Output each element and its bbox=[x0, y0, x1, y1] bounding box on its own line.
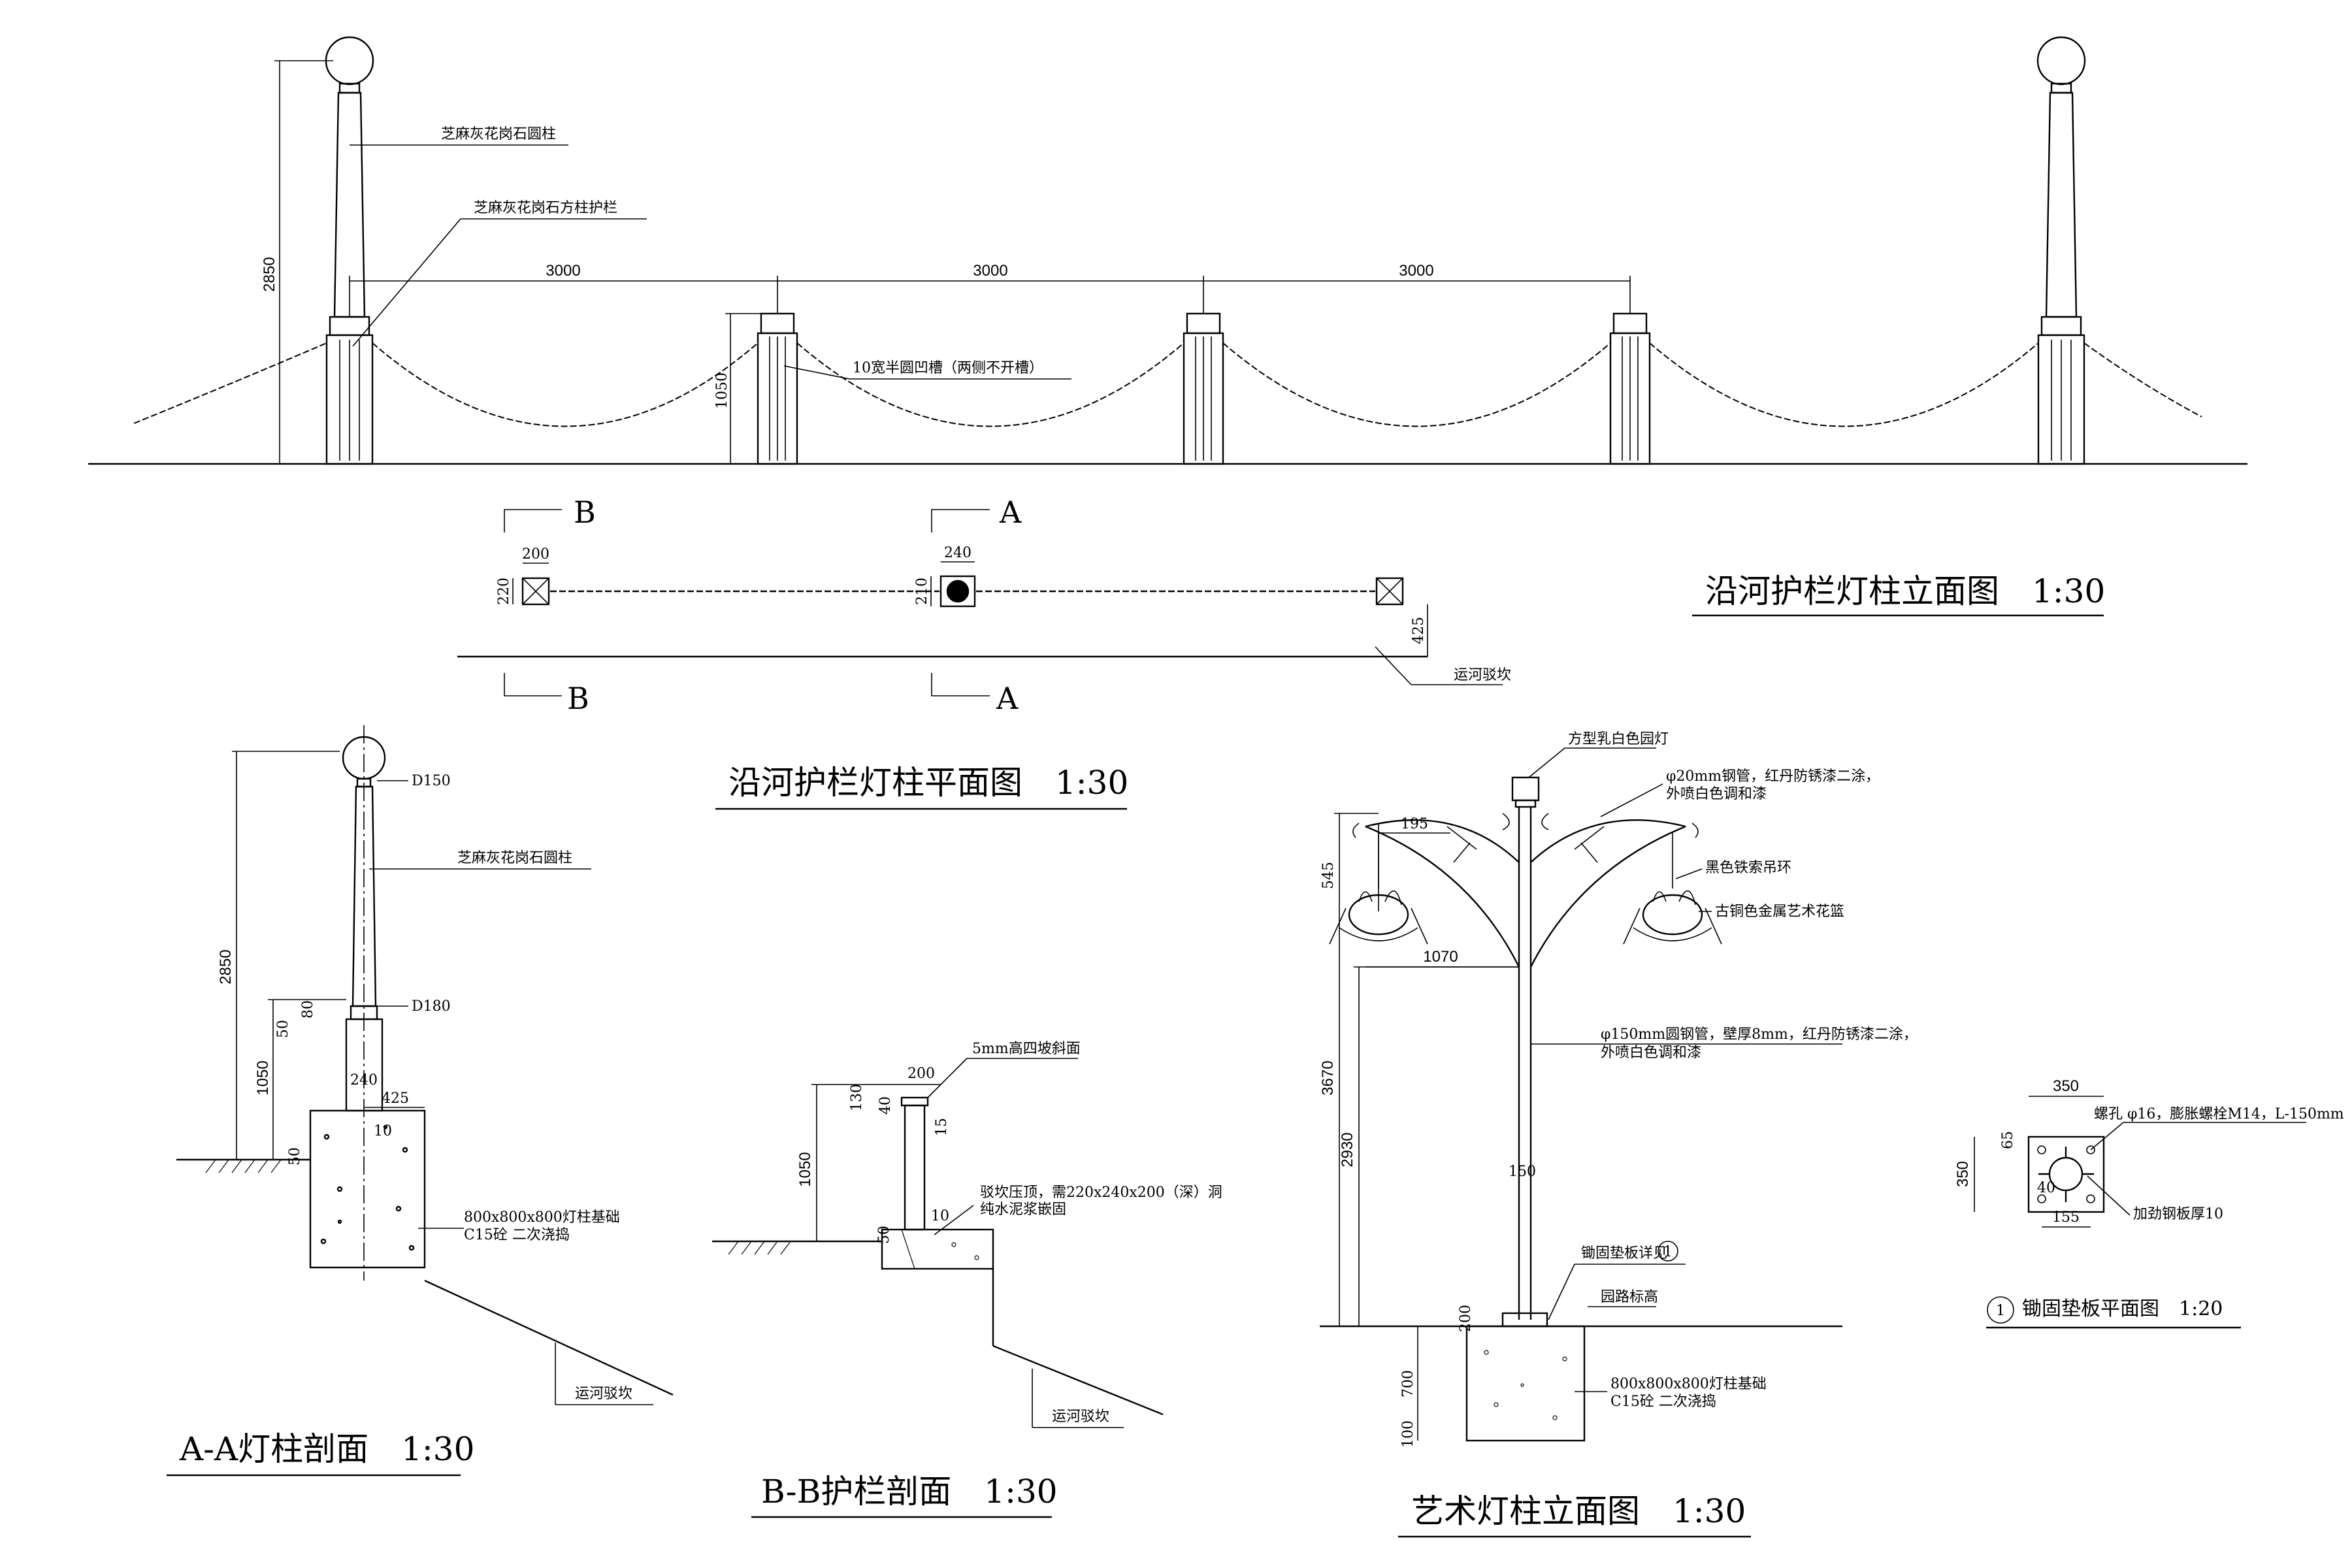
art-dim-150: 150 bbox=[1509, 1164, 1536, 1180]
plan-dim-200: 200 bbox=[522, 546, 549, 563]
span-dim-3: 3000 bbox=[1399, 262, 1433, 280]
plan-view: B B A A 200 220 240 210 425 运河驳坎 沿河护栏灯柱平… bbox=[457, 495, 1511, 810]
a-dia-bottom: D180 bbox=[412, 998, 451, 1015]
granite-lamp-column-right bbox=[2036, 36, 2086, 465]
plate-label-stiffener: 加劲钢板厚10 bbox=[2133, 1206, 2223, 1222]
b-dim-40: 40 bbox=[877, 1096, 894, 1115]
art-label-main: φ150mm圆钢管，壁厚8mm，红丹防锈漆二涂， bbox=[1601, 1026, 1918, 1043]
section-mark-b-bottom: B bbox=[567, 681, 589, 716]
granite-square-posts bbox=[757, 312, 1651, 465]
plan-dim-425: 425 bbox=[1411, 617, 1427, 644]
b-dim-15: 15 bbox=[934, 1118, 950, 1136]
art-label-pipe2: 外喷白色调和漆 bbox=[1666, 786, 1767, 802]
a-label-revetment: 运河驳坎 bbox=[575, 1386, 632, 1402]
art-dim-2930: 2930 bbox=[1339, 1132, 1356, 1167]
art-lamp-pole: 3670 2930 545 195 1070 150 200 700 100 方… bbox=[1319, 731, 1918, 1538]
concrete-stipple bbox=[320, 1124, 415, 1251]
a-dim-10: 10 bbox=[374, 1123, 392, 1139]
art-dim-195: 195 bbox=[1401, 816, 1428, 832]
section-mark-a-bottom: A bbox=[996, 681, 1019, 716]
plan-title: 沿河护栏灯柱平面图 1:30 bbox=[728, 764, 1128, 802]
art-pole-title: 艺术灯柱立面图 1:30 bbox=[1411, 1492, 1746, 1530]
plate-dim-65: 65 bbox=[2000, 1131, 2016, 1149]
art-label-main2: 外喷白色调和漆 bbox=[1601, 1045, 1701, 1061]
plate-number: 1 bbox=[1996, 1303, 2005, 1319]
art-label-plate: 锄固垫板详见 bbox=[1581, 1245, 1667, 1262]
plan-label-revetment: 运河驳坎 bbox=[1454, 667, 1511, 683]
section-a-a: 2850 1050 80 50 240 425 10 50 D150 D180 … bbox=[167, 725, 674, 1477]
b-label-bevel: 5mm高四坡斜面 bbox=[972, 1041, 1081, 1057]
b-dim-1050: 1050 bbox=[796, 1152, 814, 1186]
label-round-column: 芝麻灰花岗石圆柱 bbox=[441, 126, 556, 142]
art-label-basket: 古铜色金属艺术花篮 bbox=[1715, 904, 1844, 920]
b-label-anchor: 驳坎压顶，需220x240x200（深）洞 bbox=[980, 1184, 1222, 1201]
elevation-title: 沿河护栏灯柱立面图 1:30 bbox=[1705, 572, 2105, 610]
art-dim-200: 200 bbox=[1458, 1305, 1474, 1332]
anchor-plate-title: 锄固垫板平面图 1:20 bbox=[2022, 1298, 2223, 1320]
a-label-footing: 800x800x800灯柱基础 bbox=[464, 1209, 620, 1226]
a-dia-top: D150 bbox=[412, 773, 451, 789]
art-label-plate-ref: 1 bbox=[1663, 1244, 1673, 1260]
b-label-revetment: 运河驳坎 bbox=[1052, 1409, 1109, 1425]
art-label-ring: 黑色铁索吊环 bbox=[1705, 860, 1791, 876]
dim-overall-height: 2850 bbox=[261, 257, 278, 291]
b-dim-130: 130 bbox=[849, 1084, 865, 1111]
a-dim-50b: 50 bbox=[287, 1147, 303, 1166]
b-label-anchor2: 纯水泥浆嵌固 bbox=[980, 1201, 1066, 1218]
flower-basket-right bbox=[1623, 833, 1722, 945]
plan-dim-240: 240 bbox=[944, 545, 972, 561]
plate-dim-155: 155 bbox=[2052, 1209, 2080, 1226]
elevation-view: 2850 1050 3000 3000 3000 芝麻灰花岗石圆柱 芝麻灰花岗石… bbox=[88, 36, 2247, 617]
b-dim-200: 200 bbox=[907, 1066, 935, 1082]
art-dim-545: 545 bbox=[1320, 862, 1337, 889]
a-dim-425: 425 bbox=[382, 1090, 409, 1107]
plate-dim-350-side: 350 bbox=[1954, 1161, 1972, 1187]
art-label-pipe: φ20mm钢管，红丹防锈漆二涂， bbox=[1666, 768, 1880, 785]
span-dim-2: 3000 bbox=[973, 262, 1007, 280]
b-dim-50: 50 bbox=[876, 1226, 892, 1244]
a-dim-1050: 1050 bbox=[254, 1060, 272, 1095]
art-dim-700: 700 bbox=[1400, 1370, 1416, 1397]
plan-dim-210: 210 bbox=[914, 578, 930, 605]
plate-dim-40: 40 bbox=[2037, 1180, 2055, 1196]
granite-lamp-column-left bbox=[325, 36, 374, 465]
plate-label-bolt: 螺孔 φ16，膨胀螺栓M14，L-150mm bbox=[2094, 1106, 2344, 1122]
span-dim-1: 3000 bbox=[546, 262, 580, 280]
section-mark-b-top: B bbox=[574, 495, 596, 530]
section-b-title: B-B护栏剖面 1:30 bbox=[761, 1473, 1058, 1511]
art-dim-3670: 3670 bbox=[1319, 1060, 1337, 1095]
dim-post-height: 1050 bbox=[714, 372, 730, 409]
section-a-title: A-A灯柱剖面 1:30 bbox=[179, 1430, 474, 1468]
a-dim-50a: 50 bbox=[275, 1020, 291, 1038]
art-dim-100: 100 bbox=[1400, 1420, 1416, 1448]
b-dim-10: 10 bbox=[931, 1208, 949, 1224]
anchor-plate: 350 350 65 40 155 螺孔 φ16，膨胀螺栓M14，L-150mm… bbox=[1954, 1077, 2344, 1329]
section-mark-a-top: A bbox=[999, 495, 1022, 530]
art-label-footing: 800x800x800灯柱基础 bbox=[1610, 1376, 1767, 1392]
iron-chains bbox=[133, 342, 2202, 427]
art-label-concrete: C15砼 二次浇捣 bbox=[1610, 1394, 1716, 1410]
a-dim-240: 240 bbox=[350, 1072, 378, 1088]
art-dim-1070: 1070 bbox=[1423, 948, 1458, 966]
section-b-b: 200 130 40 15 1050 50 10 5mm高四坡斜面 驳坎压顶，需… bbox=[712, 1041, 1222, 1518]
art-label-lamp: 方型乳白色园灯 bbox=[1568, 731, 1669, 747]
a-label-concrete: C15砼 二次浇捣 bbox=[464, 1227, 570, 1243]
label-groove: 10宽半圆凹槽（两侧不开槽） bbox=[853, 360, 1043, 376]
a-label-column: 芝麻灰花岗石圆柱 bbox=[457, 850, 572, 866]
a-dim-2850: 2850 bbox=[217, 949, 235, 984]
plate-dim-350-top: 350 bbox=[2053, 1077, 2079, 1095]
plan-dim-220: 220 bbox=[496, 578, 512, 605]
label-square-post: 芝麻灰花岗石方柱护栏 bbox=[474, 200, 617, 216]
a-dim-80: 80 bbox=[300, 1000, 316, 1019]
art-label-road: 园路标高 bbox=[1601, 1289, 1658, 1305]
